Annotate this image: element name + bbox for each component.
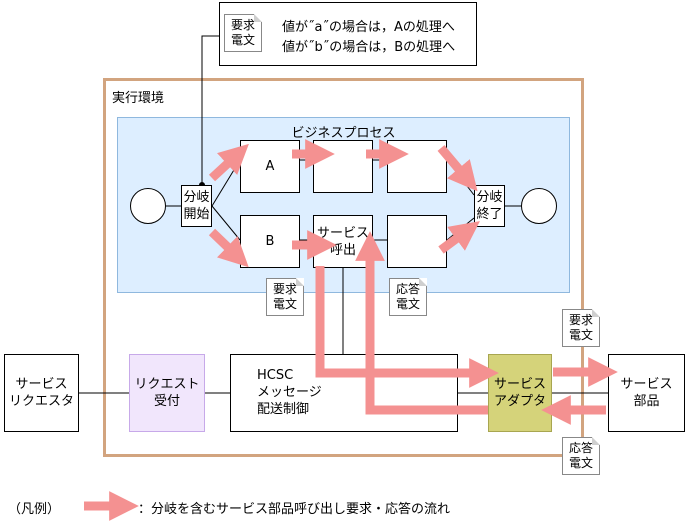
flow-arrow-to-b: [208, 228, 249, 268]
legend-label: （凡例）: [8, 502, 61, 517]
flow-arrow-lower-3: [438, 221, 480, 254]
flow-arrow-upper-3: [437, 145, 478, 192]
service-requester: サービス リクエスタ: [4, 354, 79, 432]
request-doc-2: 要求 電文: [562, 309, 600, 347]
response-doc-2: 応答 電文: [562, 437, 600, 475]
branch-start-node: 分岐 開始: [181, 185, 212, 227]
note-line-2: 値が˝b˝の場合は，Bの処理へ: [282, 40, 456, 55]
flow-arrow-response: [355, 231, 488, 415]
branch-end-node: 分岐 終了: [474, 185, 505, 227]
hcsc-message-delivery: HCSC メッセージ 配送制御: [230, 354, 458, 432]
note-request-doc: 要求 電文: [224, 14, 262, 52]
end-event: [521, 188, 557, 224]
response-doc-1: 応答 電文: [389, 278, 427, 316]
request-doc-1: 要求 電文: [266, 278, 304, 316]
flow-arrow-to-a: [208, 143, 249, 182]
task-a: A: [240, 140, 300, 193]
business-process-title: ビジネスプロセス: [291, 126, 396, 141]
execution-environment: [103, 78, 584, 457]
flow-arrow-request: [315, 266, 499, 388]
service-component: サービス 部品: [608, 354, 685, 432]
task-lower-3: [387, 215, 447, 268]
start-event: [130, 188, 166, 224]
execution-environment-title: 実行環境: [112, 91, 165, 106]
legend-text: ：分岐を含むサービス部品呼び出し要求・応答の流れ: [138, 502, 451, 517]
note-line-1: 値が˝a˝の場合は，Aの処理へ: [282, 20, 455, 35]
note-box: [219, 2, 477, 66]
request-receive: リクエスト 受付: [129, 354, 205, 432]
